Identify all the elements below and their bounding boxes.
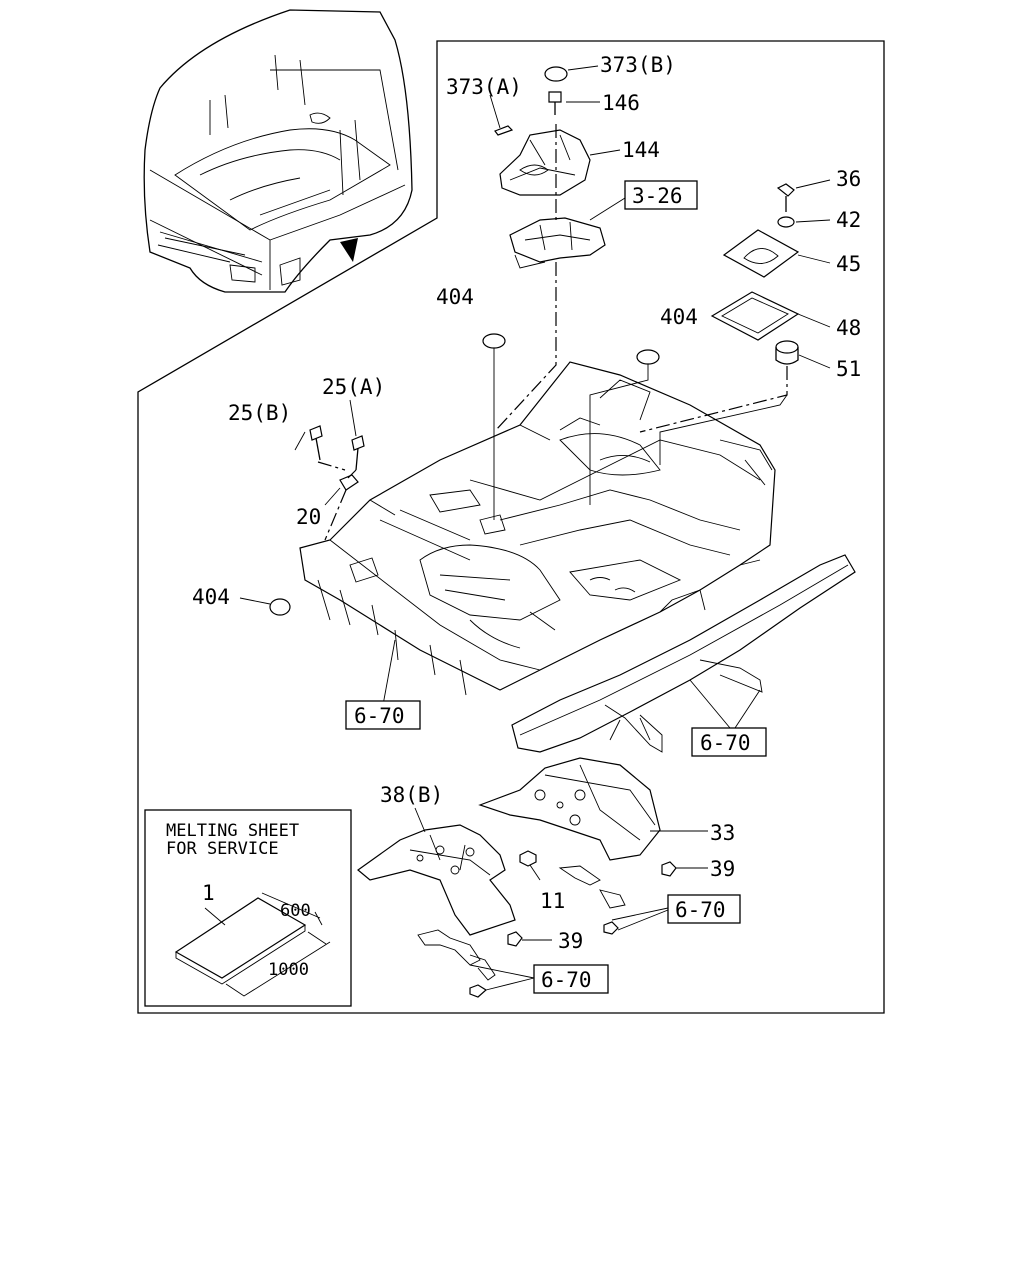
inset-dim-width: 600 — [280, 901, 311, 921]
callout-404-right: 404 — [660, 305, 698, 329]
callout-144: 144 — [622, 138, 660, 162]
callout-20: 20 — [296, 505, 321, 529]
frame-rail — [511, 554, 856, 753]
ref-box-6-70-right — [691, 727, 767, 757]
ref-6-70-bottom[interactable]: 6-70 — [541, 968, 592, 992]
callout-404-center: 404 — [436, 285, 474, 309]
ref-3-26[interactable]: 3-26 — [632, 184, 683, 208]
inset-dim-length: 1000 — [268, 960, 309, 980]
fasteners — [309, 425, 677, 998]
callout-51: 51 — [836, 357, 861, 381]
access-cover-stack — [639, 183, 800, 433]
melting-sheet-inset — [144, 809, 352, 1007]
callout-45: 45 — [836, 252, 861, 276]
floor-panel-assembly — [299, 361, 776, 696]
ref-box-6-70-left — [345, 700, 421, 730]
callout-42: 42 — [836, 208, 861, 232]
cab-overview-thumbnail — [143, 9, 413, 293]
inset-part-number: 1 — [202, 881, 215, 905]
ref-box-3-26 — [624, 180, 698, 210]
ref-6-70-mid[interactable]: 6-70 — [675, 898, 726, 922]
callout-36: 36 — [836, 167, 861, 191]
diagram-frame — [137, 40, 885, 1014]
front-undercover-38b — [357, 824, 516, 936]
rear-undercover-33 — [478, 757, 661, 861]
ref-box-6-70-mid — [667, 894, 741, 924]
plug-404-right — [636, 349, 660, 365]
view-arrow-icon — [340, 238, 358, 262]
plug-404-center — [482, 333, 506, 349]
ref-6-70-left[interactable]: 6-70 — [354, 704, 405, 728]
callout-38b: 38(B) — [380, 783, 443, 807]
shift-cover-assembly — [494, 66, 606, 431]
callout-373a: 373(A) — [446, 75, 522, 99]
ref-box-6-70-bottom — [533, 964, 609, 994]
callout-39-right: 39 — [710, 857, 735, 881]
callout-11: 11 — [540, 889, 565, 913]
callout-25b: 25(B) — [228, 401, 291, 425]
lower-brackets — [417, 865, 626, 981]
callout-373b: 373(B) — [600, 53, 676, 77]
ref-6-70-right[interactable]: 6-70 — [700, 731, 751, 755]
callout-39-left: 39 — [558, 929, 583, 953]
inset-title-line2: FOR SERVICE — [166, 839, 279, 859]
callout-25a: 25(A) — [322, 375, 385, 399]
callout-146: 146 — [602, 91, 640, 115]
callout-33: 33 — [710, 821, 735, 845]
inset-title-line1: MELTING SHEET — [166, 821, 299, 841]
plug-404-left — [269, 598, 291, 616]
callout-48: 48 — [836, 316, 861, 340]
inset-box — [144, 809, 352, 1007]
leader-lines — [239, 65, 831, 991]
callout-404-left: 404 — [192, 585, 230, 609]
